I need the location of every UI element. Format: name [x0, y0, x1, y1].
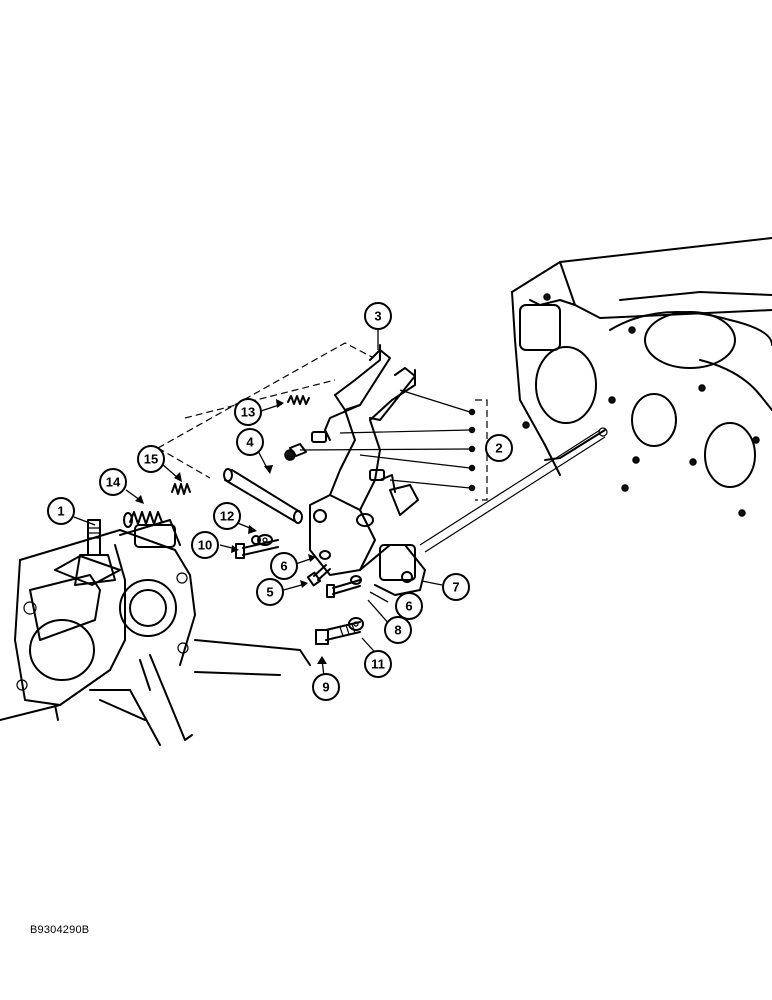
mounting-rod-edge — [424, 436, 606, 553]
washer-6a — [319, 550, 331, 560]
spring-15 — [171, 483, 191, 495]
engine-block — [511, 237, 772, 517]
svg-text:1: 1 — [57, 504, 64, 519]
svg-text:8: 8 — [394, 623, 401, 638]
washer-11 — [348, 617, 364, 631]
callout-9: 9 — [312, 673, 340, 701]
washer-12 — [257, 534, 273, 546]
callout-11: 11 — [364, 650, 392, 678]
svg-text:14: 14 — [106, 475, 121, 490]
pins-group — [284, 431, 385, 481]
callout-15: 15 — [137, 445, 165, 473]
spring-14 — [123, 511, 163, 528]
callout-13: 13 — [234, 398, 262, 426]
lever-3 — [324, 349, 416, 441]
callout-12: 12 — [213, 502, 241, 530]
svg-text:13: 13 — [241, 405, 255, 420]
svg-text:12: 12 — [220, 509, 234, 524]
svg-text:9: 9 — [322, 680, 329, 695]
callout-6a: 6 — [270, 552, 298, 580]
bolt-8 — [326, 579, 361, 598]
svg-text:5: 5 — [266, 585, 273, 600]
callout-3: 3 — [364, 302, 392, 330]
svg-text:15: 15 — [144, 452, 158, 467]
assembly-line-c — [184, 379, 336, 419]
callout-5: 5 — [256, 578, 284, 606]
svg-text:3: 3 — [374, 309, 381, 324]
rod-4 — [223, 468, 303, 524]
callout-4: 4 — [236, 428, 264, 456]
callout-7: 7 — [442, 573, 470, 601]
svg-text:7: 7 — [452, 580, 459, 595]
svg-text:6: 6 — [280, 559, 287, 574]
washer-6b — [350, 575, 362, 585]
arrowheads — [135, 399, 327, 664]
callout-2: 2 — [485, 434, 513, 462]
assembly-line-a — [157, 342, 373, 449]
bolt-9 — [315, 621, 361, 645]
svg-text:11: 11 — [371, 657, 385, 672]
spring-13 — [287, 395, 310, 405]
callout-10: 10 — [191, 531, 219, 559]
callout-14: 14 — [99, 468, 127, 496]
shaft-1 — [54, 519, 121, 586]
bolt-5 — [306, 564, 331, 587]
detent-dots — [299, 389, 476, 492]
svg-text:6: 6 — [405, 599, 412, 614]
mounting-rod — [419, 429, 601, 546]
assembly-line-b — [157, 447, 211, 479]
callout-6b: 6 — [395, 592, 423, 620]
svg-text:10: 10 — [198, 538, 212, 553]
svg-text:4: 4 — [246, 435, 254, 450]
svg-text:2: 2 — [495, 441, 502, 456]
callout-8: 8 — [384, 616, 412, 644]
transmission-housing — [0, 519, 311, 746]
callout-1: 1 — [47, 497, 75, 525]
figure-code: B9304290B — [30, 924, 90, 936]
